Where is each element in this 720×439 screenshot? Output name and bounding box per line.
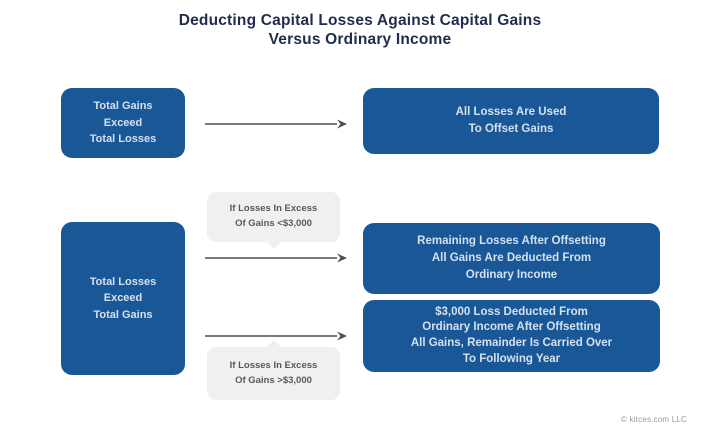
page-title: Deducting Capital Losses Against Capital… — [178, 12, 542, 49]
branch-label-text: If Losses In Excess Of Gains >$3,000 — [229, 359, 318, 386]
condition-box-gains-exceed-losses: Total Gains Exceed Total Losses — [61, 88, 185, 158]
outcome-box-3000-deducted-carryover: $3,000 Loss Deducted From Ordinary Incom… — [363, 300, 660, 372]
right-arrow-icon — [205, 253, 347, 263]
branch-label-losses-over-3000: If Losses In Excess Of Gains >$3,000 — [207, 340, 340, 400]
right-arrow-icon — [205, 119, 347, 129]
right-arrow-icon — [205, 331, 347, 341]
condition-box-losses-exceed-gains: Total Losses Exceed Total Gains — [61, 222, 185, 375]
copyright-credit: © kitces.com LLC — [620, 415, 687, 424]
callout-tail-down — [266, 242, 281, 249]
outcome-box-all-losses-offset: All Losses Are Used To Offset Gains — [363, 88, 659, 154]
branch-label-losses-under-3000: If Losses In Excess Of Gains <$3,000 — [207, 192, 340, 249]
callout-tail-up — [266, 340, 281, 347]
outcome-box-remaining-losses-deducted: Remaining Losses After Offsetting All Ga… — [363, 223, 660, 294]
branch-label-text: If Losses In Excess Of Gains <$3,000 — [229, 203, 318, 229]
